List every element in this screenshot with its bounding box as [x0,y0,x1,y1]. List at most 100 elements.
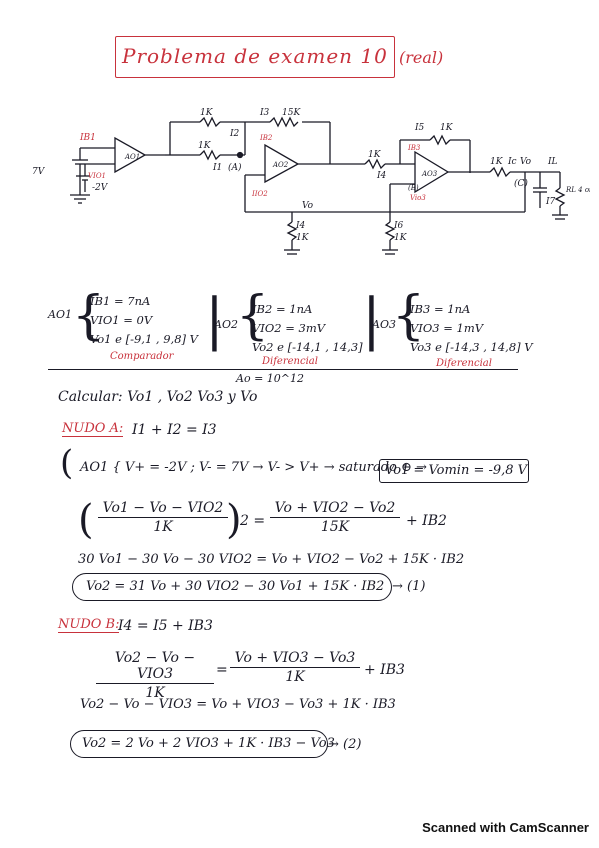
title-box [115,36,395,78]
label-vo: Vo [302,201,314,211]
resistor-r4 [286,221,298,241]
label-i1: I1 [212,163,222,173]
label-r7: 1K [394,233,408,243]
label-il: IL [547,157,558,167]
nodo-a-plus-ib2: + IB2 [406,513,447,529]
spec-ao1-brace: { [72,286,106,346]
nodo-b-frac2-den: 1K [285,669,305,685]
nodo-a-result: Vo2 = 31 Vo + 30 VIO2 − 30 Vo1 + 15K · I… [86,579,385,594]
nodo-b-frac1-den: 1K [145,685,165,701]
label-iio2: IIO2 [251,190,268,198]
resistor-r1 [199,116,221,128]
spec-ao3-line-1: IB3 = 1nA [410,302,471,316]
spec-ao2-tag: AO2 [214,318,238,331]
spec-underline [48,369,518,370]
label-vio3: Vio3 [410,194,426,202]
label-node-b: (B) [408,184,419,192]
label-r5: 1K [368,150,382,160]
label-vo-out: Vo [520,157,532,167]
label-i6: I6 [393,221,404,231]
nodo-a-expanded: 30 Vo1 − 30 Vo − 30 VIO2 = Vo + VIO2 − V… [78,552,465,567]
opamp-ao3-symbol [414,150,450,194]
label-rl: RL 4 oir [565,186,590,194]
resistor-r3 [269,116,299,128]
scanner-watermark: Scanned with CamScanner [422,820,589,835]
label-ic: Ic [507,157,517,167]
spec-ao3-brace: { [392,286,426,346]
nodo-a-ao1-line: AO1 { V+ = -2V ; V- = 7V → V- > V+ → sat… [80,460,427,475]
resistor-r2 [199,149,221,161]
nodo-a-result-box [72,573,392,601]
spec-divider-1: | [205,287,224,352]
nodo-a-ref: → (1) [392,579,426,594]
label-node-a: (A) [228,162,242,173]
spec-ao3-tag: AO3 [372,318,396,331]
label-r6: 1K [440,123,454,133]
nodo-b-plus-ib3: + IB3 [364,662,405,678]
label-i4: I4 [295,221,306,231]
nodo-a-ao1-result: Vo1 = Vomin = -9,8 V [385,463,528,478]
label-r1: 1K [200,108,214,118]
label-ib2: IB2 [259,134,273,142]
label-ib1: IB1 [79,133,96,143]
nodo-a-balance: I1 + I2 = I3 [132,422,217,438]
calc-line: Calcular: Vo1 , Vo2 Vo3 y Vo [58,389,258,405]
resistor-r7 [384,221,396,241]
spec-ao2-brace: { [236,286,270,346]
nodo-a-frac2: Vo + VIO2 − Vo2 15K [270,500,400,535]
resistor-rl [554,187,566,207]
label-r3: 15K [282,108,301,118]
nodo-a-frac2-num: Vo + VIO2 − Vo2 [270,500,400,518]
nodo-b-ref: → (2) [328,737,362,752]
nodo-b-frac1: Vo2 − Vo − VIO3 1K [96,650,214,701]
spec-ao1-line-2: VIO1 = 0V [90,313,153,327]
nodo-b-frac1-num: Vo2 − Vo − VIO3 [96,650,214,684]
node-a-dot [236,151,244,159]
label-i5: I5 [414,123,425,133]
nodo-b-frac2: Vo + VIO3 − Vo3 1K [230,650,360,685]
opamp-ao1-symbol [114,136,147,174]
label-node-c: (C) [514,178,528,189]
label-r4: 1K [296,233,310,243]
nodo-b-heading: NUDO B: [58,617,120,633]
label-i4-b: I4 [376,171,387,181]
spec-ao3-caption: Diferencial [436,358,492,369]
spec-ao1-line-3: Vo1 e [-9,1 , 9,8] V [90,332,198,346]
nodo-b-expanded: Vo2 − Vo − VIO3 = Vo + VIO3 − Vo3 + 1K ·… [80,697,396,712]
label-ao1: AO1 [124,153,140,161]
nodo-b-balance: I4 = I5 + IB3 [118,618,213,634]
spec-ao2-line-1: IB2 = 1nA [252,302,313,316]
nodo-b-result: Vo2 = 2 Vo + 2 VIO3 + 1K · IB3 − Vo3 [82,736,335,751]
circuit-diagram: 7V -2V IB1 VIO1 AO1 1K 1K I2 I3 15K (A) … [32,108,590,255]
nodo-a-frac1-den: 1K [153,519,173,535]
nodo-a-times: 2 = [240,513,266,529]
spec-ao1-line-1: IB1 = 7nA [90,294,151,308]
label-ib3: IB3 [407,144,421,152]
nodo-b-frac2-num: Vo + VIO3 − Vo3 [230,650,360,668]
nodo-a-ao1-result-box [379,459,529,483]
label-i3: I3 [259,108,270,118]
input-sources [70,147,115,204]
spec-gain: Ao = 10^12 [236,372,304,385]
nodo-a-paren-open: ( [78,497,94,543]
opamp-ao2-symbol [264,143,300,184]
label-i7: I7 [545,197,556,207]
nodo-b-result-box [70,730,328,758]
label-vio1: VIO1 [88,172,106,180]
spec-ao1-caption: Comparador [110,351,174,362]
label-i2: I2 [229,129,240,139]
label-v-ref: -2V [92,183,109,193]
label-r2: 1K [198,141,212,151]
title-suffix: (real) [399,48,444,67]
spec-ao1-tag: AO1 [48,308,72,321]
resistor-r6 [429,134,451,146]
spec-ao3-line-3: Vo3 e [-14,3 , 14,8] V [410,340,533,354]
spec-ao2-caption: Diferencial [262,356,318,367]
nodo-a-heading: NUDO A: [62,421,124,437]
spec-ao2-line-3: Vo2 e [-14,1 , 14,3] [252,340,363,354]
nodo-a-frac2-den: 15K [320,519,350,535]
label-ao2: AO2 [272,161,289,169]
spec-divider-2: | [362,287,381,352]
spec-ao2-line-2: VIO2 = 3mV [252,321,326,335]
